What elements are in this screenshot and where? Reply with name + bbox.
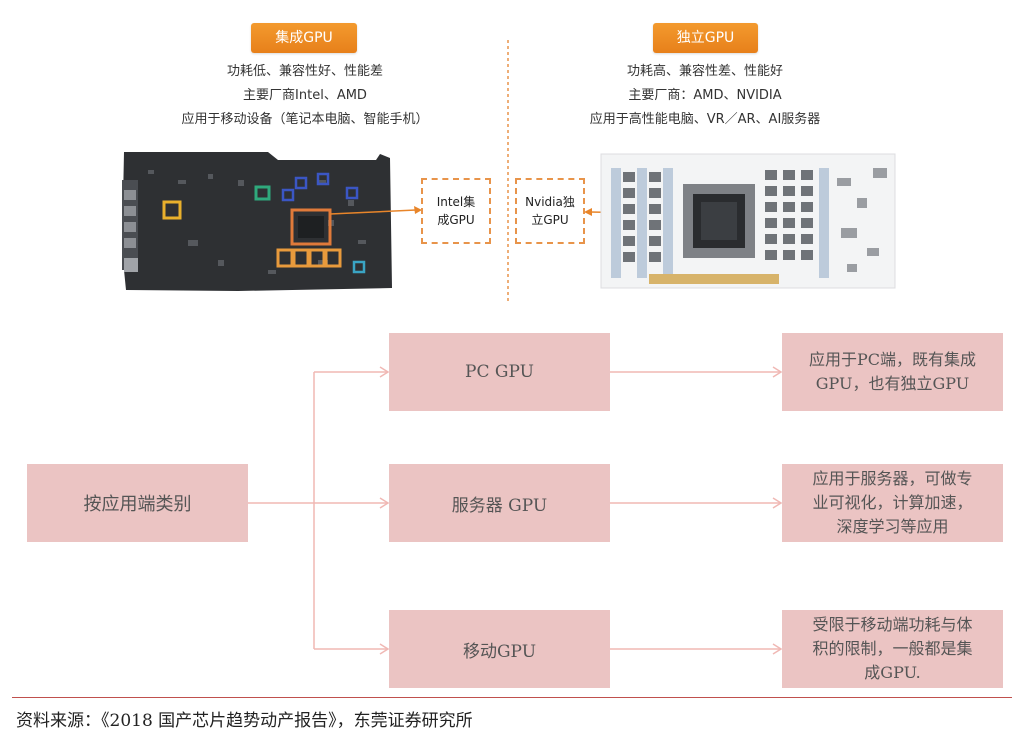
integrated-callout-arrow xyxy=(330,206,422,215)
discrete-gpu-description: 功耗高、兼容性差、性能好 主要厂商：AMD、NVIDIA 应用于高性能电脑、VR… xyxy=(550,60,860,132)
source-note: 资料来源：《2018 国产芯片趋势动产报告》，东莞证券研究所 xyxy=(16,711,473,731)
section-divider xyxy=(507,40,509,302)
mobile-desc-line-1: 受限于移动端功耗与体 xyxy=(812,615,973,634)
mobile-gpu-label: 移动GPU xyxy=(462,641,537,662)
discrete-line-1: 功耗高、兼容性差、性能好 xyxy=(626,64,783,79)
server-gpu-description-box: 应用于服务器，可做专 业可视化，计算加速， 深度学习等应用 xyxy=(782,464,1003,542)
mobile-gpu-description-box: 受限于移动端功耗与体 积的限制，一般都是集 成GPU. xyxy=(782,610,1003,688)
nvidia-gpu-callout: Nvidia独立GPU xyxy=(515,178,585,244)
pc-desc-line-2: GPU，也有独立GPU xyxy=(815,374,970,393)
mobile-desc-line-2: 积的限制，一般都是集 xyxy=(812,639,973,658)
pc-gpu-box: PC GPU xyxy=(389,333,610,411)
server-desc-line-1: 应用于服务器，可做专 xyxy=(812,469,973,488)
pc-gpu-description-box: 应用于PC端，既有集成 GPU，也有独立GPU xyxy=(782,333,1003,411)
intel-callout-line-1: Intel集 xyxy=(436,195,476,209)
discrete-graphics-card-image xyxy=(600,153,896,289)
mobile-desc-line-3: 成GPU. xyxy=(864,663,921,682)
discrete-line-2: 主要厂商：AMD、NVIDIA xyxy=(628,88,782,103)
integrated-line-1: 功耗低、兼容性好、性能差 xyxy=(226,64,383,79)
root-category-box: 按应用端类别 xyxy=(27,464,248,542)
integrated-line-3: 应用于移动设备（笔记本电脑、智能手机） xyxy=(181,112,429,127)
intel-callout-line-2: 成GPU xyxy=(437,213,475,227)
nvidia-callout-line-2: 立GPU xyxy=(531,213,569,227)
source-divider-line xyxy=(12,697,1012,698)
server-desc-line-2: 业可视化，计算加速， xyxy=(812,493,973,512)
discrete-gpu-badge: 独立GPU xyxy=(653,23,758,53)
nvidia-callout-line-1: Nvidia独 xyxy=(525,195,575,209)
pc-desc-line-1: 应用于PC端，既有集成 xyxy=(808,350,976,369)
discrete-line-3: 应用于高性能电脑、VR／AR、AI服务器 xyxy=(589,112,821,127)
mobile-gpu-box: 移动GPU xyxy=(389,610,610,688)
server-gpu-label: 服务器 GPU xyxy=(451,495,548,516)
pc-gpu-label: PC GPU xyxy=(465,362,534,382)
integrated-motherboard-image xyxy=(122,152,392,291)
integrated-line-2: 主要厂商Intel、AMD xyxy=(243,88,367,103)
integrated-gpu-badge: 集成GPU xyxy=(251,23,357,53)
root-category-label: 按应用端类别 xyxy=(83,494,192,515)
integrated-gpu-description: 功耗低、兼容性好、性能差 主要厂商Intel、AMD 应用于移动设备（笔记本电脑… xyxy=(150,60,460,132)
server-gpu-box: 服务器 GPU xyxy=(389,464,610,542)
server-desc-line-3: 深度学习等应用 xyxy=(836,517,949,536)
intel-gpu-callout: Intel集成GPU xyxy=(421,178,491,244)
